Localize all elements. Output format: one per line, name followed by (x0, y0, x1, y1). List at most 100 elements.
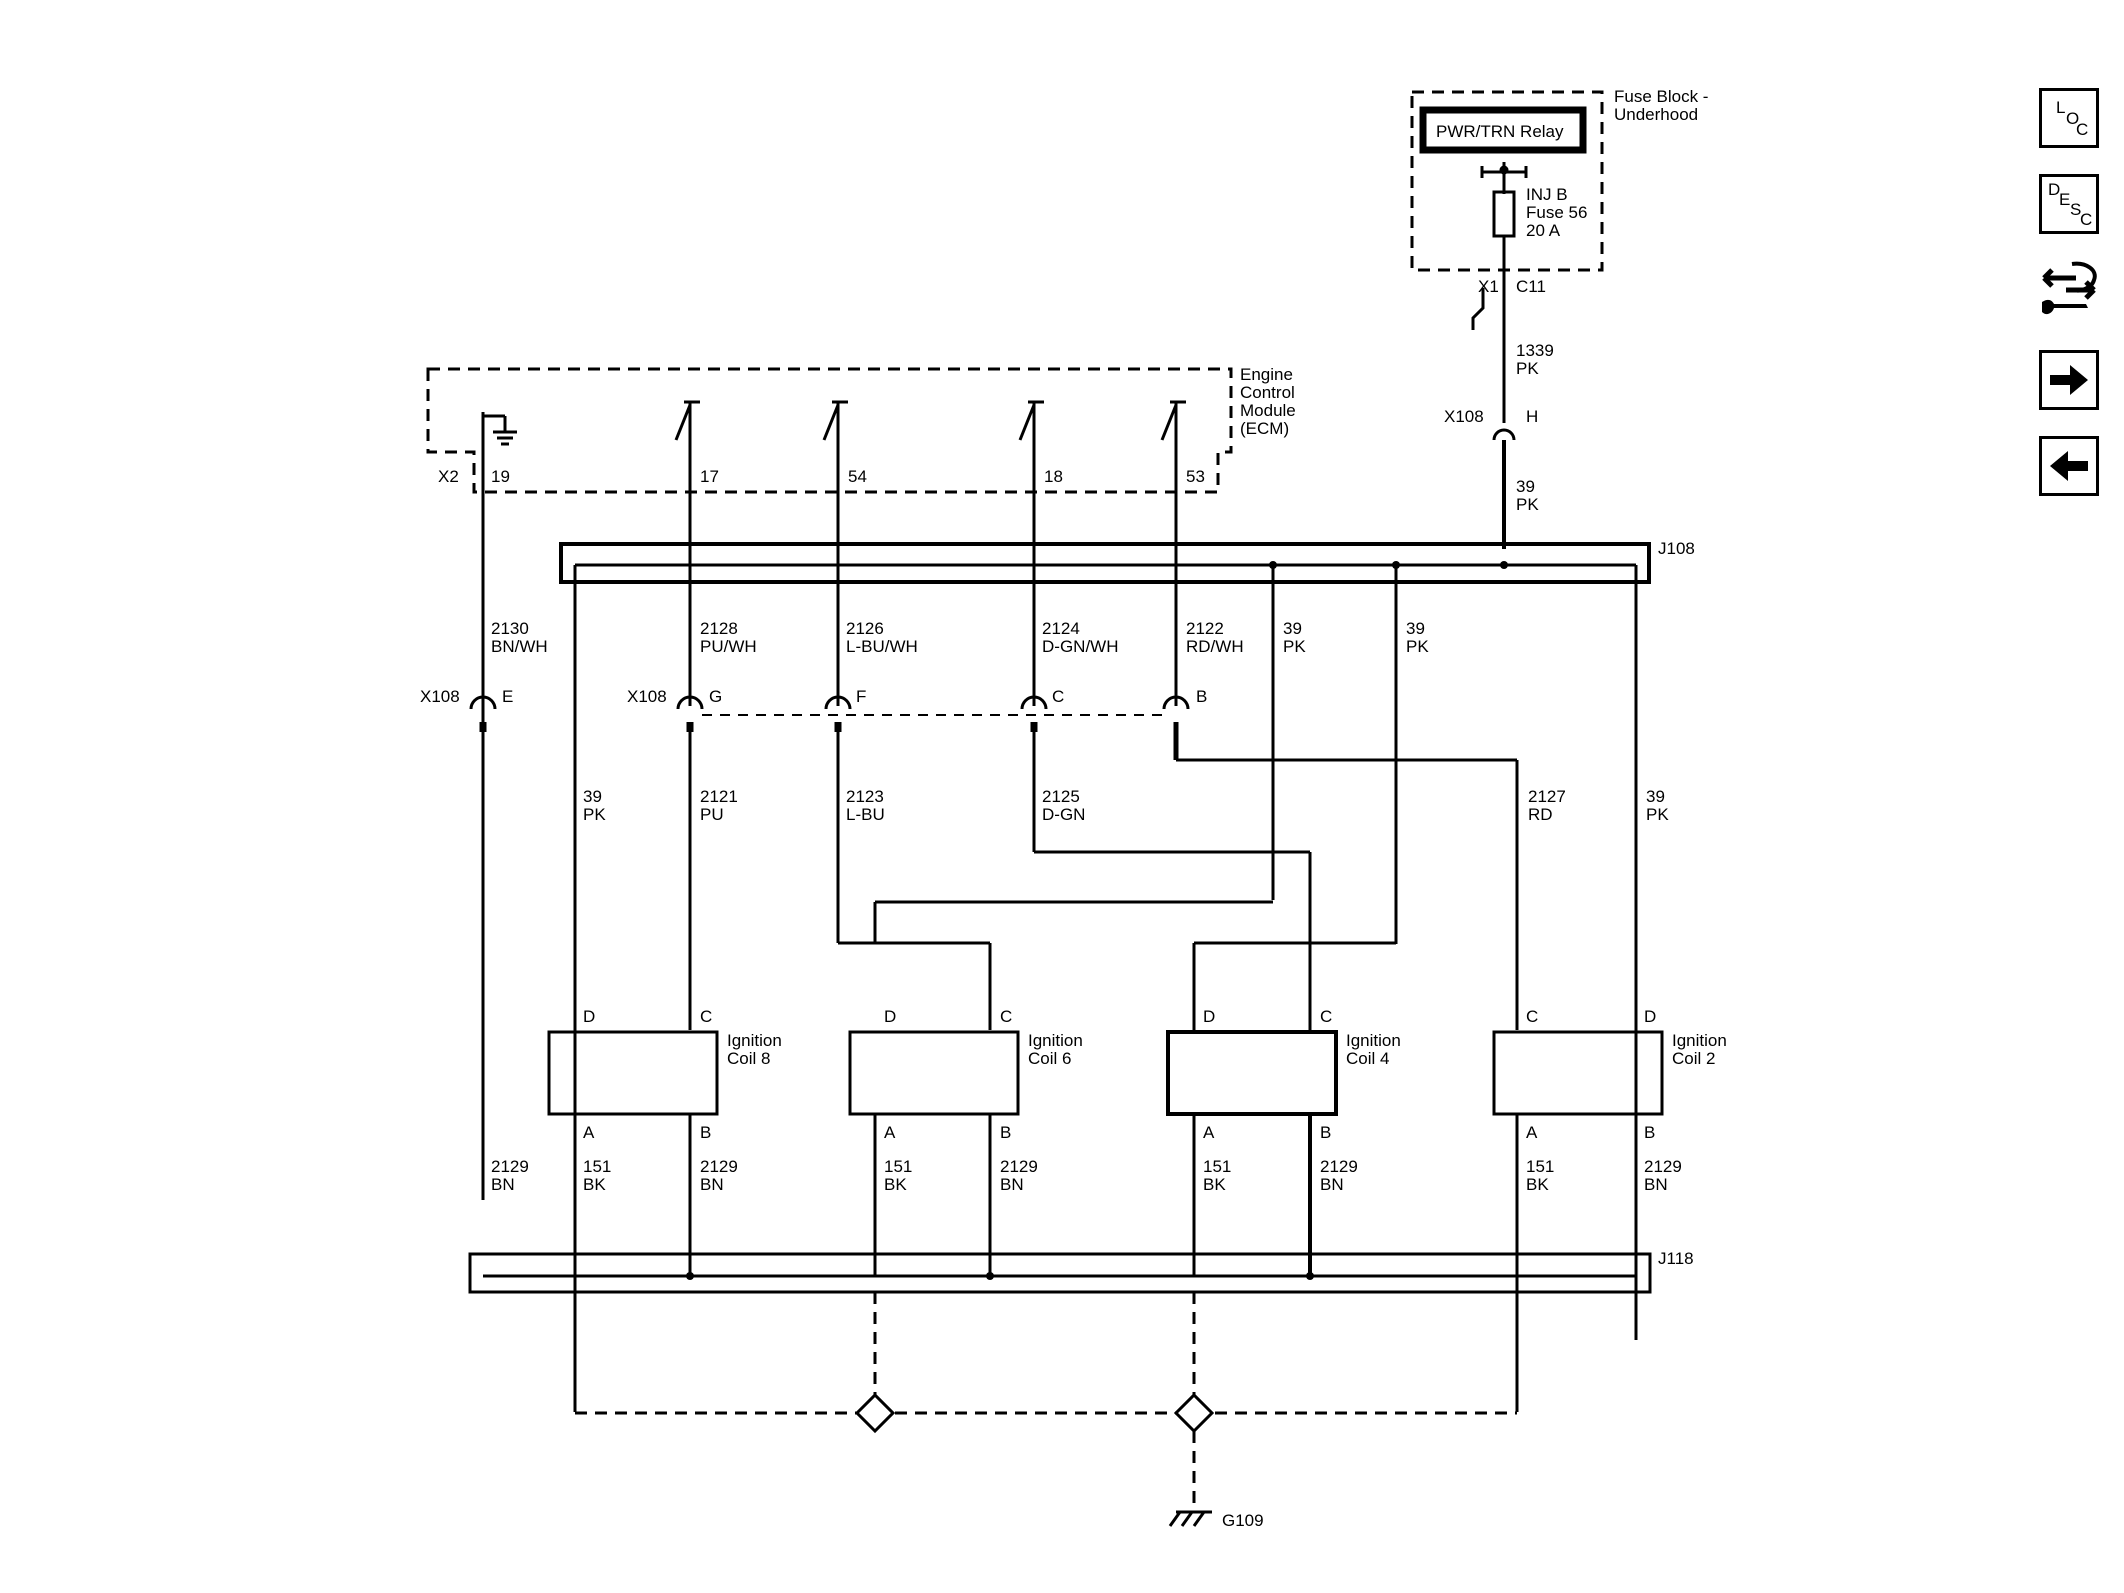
wire-num: 2121 (700, 787, 738, 806)
fuse-label-2: Fuse 56 (1526, 203, 1587, 222)
wire-num: 2129 (491, 1157, 529, 1176)
fuse-block-outline (1410, 90, 1604, 272)
desc-letter: E (2059, 190, 2070, 209)
wire-color: PK (1406, 637, 1429, 656)
wire-num: 2123 (846, 787, 884, 806)
wire-color: RD/WH (1186, 637, 1244, 656)
wire-color: L-BU/WH (846, 637, 918, 656)
ecm-pin-18: 18 (1044, 467, 1063, 486)
wire-color: BK (1526, 1175, 1549, 1194)
loc-letter: C (2076, 120, 2088, 139)
wire-num: 2127 (1528, 787, 1566, 806)
coil-pin: C (700, 1007, 712, 1026)
connector-tool-icon (2042, 261, 2097, 315)
fuse-label-3: 20 A (1526, 221, 1561, 240)
coil-pin: D (1644, 1007, 1656, 1026)
wire-color: PK (1516, 359, 1539, 378)
coil-pin: A (884, 1123, 896, 1142)
x1-connector-label: X1 (1478, 277, 1499, 296)
ecm-label-4: (ECM) (1240, 419, 1289, 438)
wire-num: 2122 (1186, 619, 1224, 638)
wire-color: PK (1516, 495, 1539, 514)
ground-g109-label: G109 (1222, 1511, 1264, 1530)
coil-pin: B (700, 1123, 711, 1142)
coil-pin: D (583, 1007, 595, 1026)
connector-tool-button[interactable] (2036, 256, 2102, 326)
x2-connector-label: X2 (438, 467, 459, 486)
x108-pin-g: G (709, 687, 722, 706)
wire-num: 151 (884, 1157, 912, 1176)
coil-pin: A (1203, 1123, 1215, 1142)
coil-name: Ignition (1346, 1031, 1401, 1050)
wire-num: 2125 (1042, 787, 1080, 806)
x108-pin-c: C (1052, 687, 1064, 706)
wire-color: BN/WH (491, 637, 548, 656)
fuse-56-symbol (1492, 190, 1516, 238)
loc-letter: L (2056, 98, 2065, 117)
coil-pin: A (583, 1123, 595, 1142)
fuse-block-title-1: Fuse Block - (1614, 87, 1708, 106)
coil-name: Ignition (727, 1031, 782, 1050)
wire-num: 2129 (1320, 1157, 1358, 1176)
wire-color: BN (1000, 1175, 1024, 1194)
desc-icon: D E S C (2048, 180, 2092, 229)
wire-num: 151 (1526, 1157, 1554, 1176)
coil-pin: B (1644, 1123, 1655, 1142)
wire-num: 39 (1646, 787, 1665, 806)
ground-splice-left (854, 1392, 896, 1434)
ecm-pin-17: 17 (700, 467, 719, 486)
ecm-label-1: Engine (1240, 365, 1293, 384)
arrow-left-icon (2050, 451, 2088, 481)
relay-label: PWR/TRN Relay (1436, 122, 1564, 141)
coil-pin: D (884, 1007, 896, 1026)
coil-pin: A (1526, 1123, 1538, 1142)
coil-pin: C (1526, 1007, 1538, 1026)
coil-pin: B (1000, 1123, 1011, 1142)
wire-color: BN (700, 1175, 724, 1194)
ignition-coil-2 (1492, 1030, 1664, 1116)
wire-num: 39 (1516, 477, 1535, 496)
location-button[interactable]: L O C (2039, 88, 2099, 148)
wire-num: 1339 (1516, 341, 1554, 360)
wire-color: PU (700, 805, 724, 824)
x108-pin-b: B (1196, 687, 1207, 706)
wire-color: BN (1320, 1175, 1344, 1194)
wire-num: 151 (1203, 1157, 1231, 1176)
ecm-label-3: Module (1240, 401, 1296, 420)
coil-pin: C (1000, 1007, 1012, 1026)
desc-letter: S (2070, 200, 2081, 219)
x108-group-connector: X108 (627, 687, 667, 706)
c11-pin-label: C11 (1516, 277, 1546, 296)
previous-button[interactable] (2039, 436, 2099, 496)
wire-num: 2130 (491, 619, 529, 638)
next-button[interactable] (2039, 350, 2099, 410)
desc-letter: D (2048, 180, 2060, 199)
coil-name: Coil 2 (1672, 1049, 1715, 1068)
coil-pin: D (1203, 1007, 1215, 1026)
ecm-pin-53: 53 (1186, 467, 1205, 486)
wire-num: 2124 (1042, 619, 1080, 638)
wire-num: 2129 (1000, 1157, 1038, 1176)
loc-letter: O (2066, 109, 2079, 128)
wire-num: 2128 (700, 619, 738, 638)
ignition-coil-4 (1166, 1030, 1338, 1116)
ignition-coil-8 (547, 1030, 719, 1116)
wire-num: 2129 (1644, 1157, 1682, 1176)
coil-name: Coil 6 (1028, 1049, 1071, 1068)
pwr-trn-relay-box (1419, 106, 1587, 154)
wire-color: PK (1283, 637, 1306, 656)
coil-name: Coil 4 (1346, 1049, 1389, 1068)
j118-splice-pack (468, 1252, 1652, 1294)
wire-num: 39 (1283, 619, 1302, 638)
description-button[interactable]: D E S C (2039, 174, 2099, 234)
wire-color: BN (1644, 1175, 1668, 1194)
ecm-label-2: Control (1240, 383, 1295, 402)
wire-color: BN (491, 1175, 515, 1194)
x108-e-connector: X108 (420, 687, 460, 706)
wire-color: BK (884, 1175, 907, 1194)
x108-pin-f: F (856, 687, 866, 706)
j108-splice-pack (559, 542, 1651, 584)
ecm-outline (426, 367, 1233, 494)
coil-name: Ignition (1672, 1031, 1727, 1050)
